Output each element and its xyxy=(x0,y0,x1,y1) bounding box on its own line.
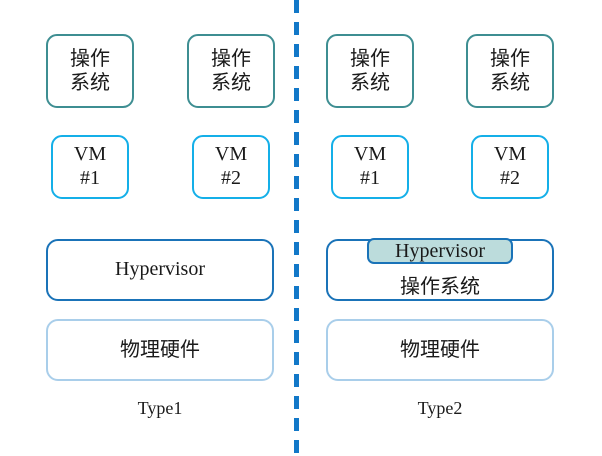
left-hardware-label: 物理硬件 xyxy=(120,337,200,362)
right-guest-os-1-line1: 操作 xyxy=(350,46,390,71)
left-vm-2-line2: #2 xyxy=(221,167,241,189)
right-guest-os-box-2: 操作 系统 xyxy=(466,34,554,108)
left-type-caption: Type1 xyxy=(137,398,183,418)
left-hypervisor-label: Hypervisor xyxy=(115,258,205,281)
right-guest-os-2-line1: 操作 xyxy=(490,46,530,71)
left-guest-os-2-line1: 操作 xyxy=(211,46,251,71)
right-vm-1-line1: VM xyxy=(353,143,387,166)
left-vm-box-2: VM #2 xyxy=(192,135,270,199)
right-type-caption: Type2 xyxy=(417,398,463,418)
right-vm-1-line2: #1 xyxy=(360,167,380,189)
right-guest-os-1-line2: 系统 xyxy=(350,70,390,94)
right-vm-box-2: VM #2 xyxy=(471,135,549,199)
right-hypervisor-badge: Hypervisor xyxy=(367,238,513,264)
right-vm-2-line2: #2 xyxy=(500,167,520,189)
left-guest-os-1-line2: 系统 xyxy=(70,70,110,94)
right-hardware-label: 物理硬件 xyxy=(400,337,480,362)
right-guest-os-2-line2: 系统 xyxy=(490,70,530,94)
left-vm-box-1: VM #1 xyxy=(51,135,129,199)
left-guest-os-box-1: 操作 系统 xyxy=(46,34,134,108)
left-vm-1-line1: VM xyxy=(73,143,107,166)
left-guest-os-box-2: 操作 系统 xyxy=(187,34,275,108)
left-guest-os-1-line1: 操作 xyxy=(70,46,110,71)
left-hardware-box: 物理硬件 xyxy=(46,319,274,381)
right-vm-2-line1: VM xyxy=(493,143,527,166)
right-hardware-box: 物理硬件 xyxy=(326,319,554,381)
right-hypervisor-label: Hypervisor xyxy=(395,239,485,262)
vertical-dashed-divider xyxy=(294,0,299,456)
left-vm-1-line2: #1 xyxy=(80,167,100,189)
right-guest-os-box-1: 操作 系统 xyxy=(326,34,414,108)
left-guest-os-2-line2: 系统 xyxy=(211,70,251,94)
left-vm-2-line1: VM xyxy=(214,143,248,166)
right-vm-box-1: VM #1 xyxy=(331,135,409,199)
right-host-os-label: 操作系统 xyxy=(400,274,480,298)
left-hypervisor-box: Hypervisor xyxy=(46,239,274,301)
